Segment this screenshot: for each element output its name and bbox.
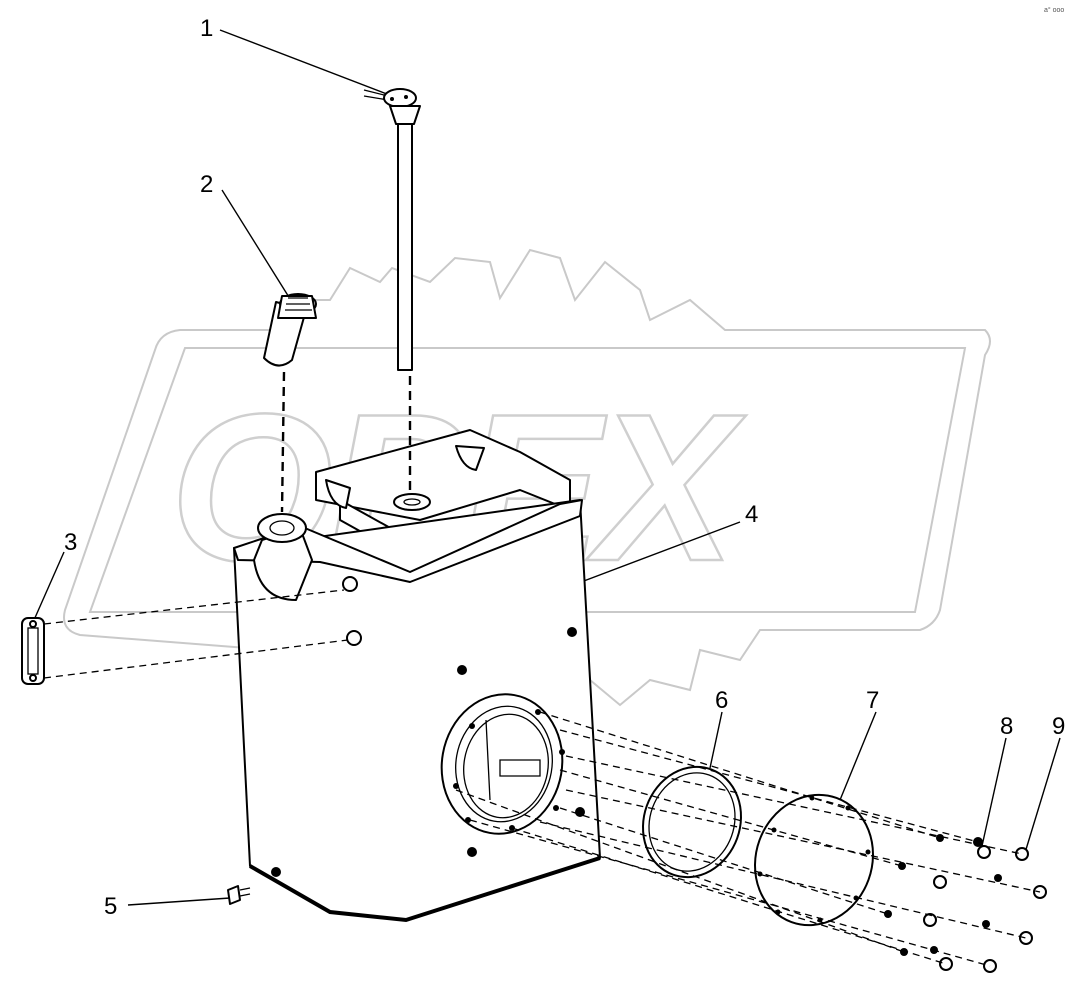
callout-9: 9 [1052,713,1065,740]
part-2-filler-breather [263,293,317,367]
part-7-cover-plate [754,793,874,927]
parts-8-9-fasteners [884,834,1047,973]
callout-2: 2 [200,171,213,198]
callout-4: 4 [745,501,758,528]
callout-labels: 1 2 3 4 5 6 7 8 9 [64,15,1065,920]
callout-7: 7 [866,687,879,714]
assembly-lines [43,371,1041,967]
callout-5: 5 [104,893,117,920]
part-3-sight-glass [21,617,45,685]
callout-8: 8 [1000,713,1013,740]
leader-lines [33,29,1061,906]
part-6-gasket [641,765,743,879]
part-5-drain-plug [227,885,251,905]
part-4-tank [233,429,601,923]
corner-mark: a° ooo [1044,6,1064,14]
part-1-level-sender [363,88,421,371]
callout-3: 3 [64,529,77,556]
callout-6: 6 [715,687,728,714]
callout-1: 1 [200,15,213,42]
